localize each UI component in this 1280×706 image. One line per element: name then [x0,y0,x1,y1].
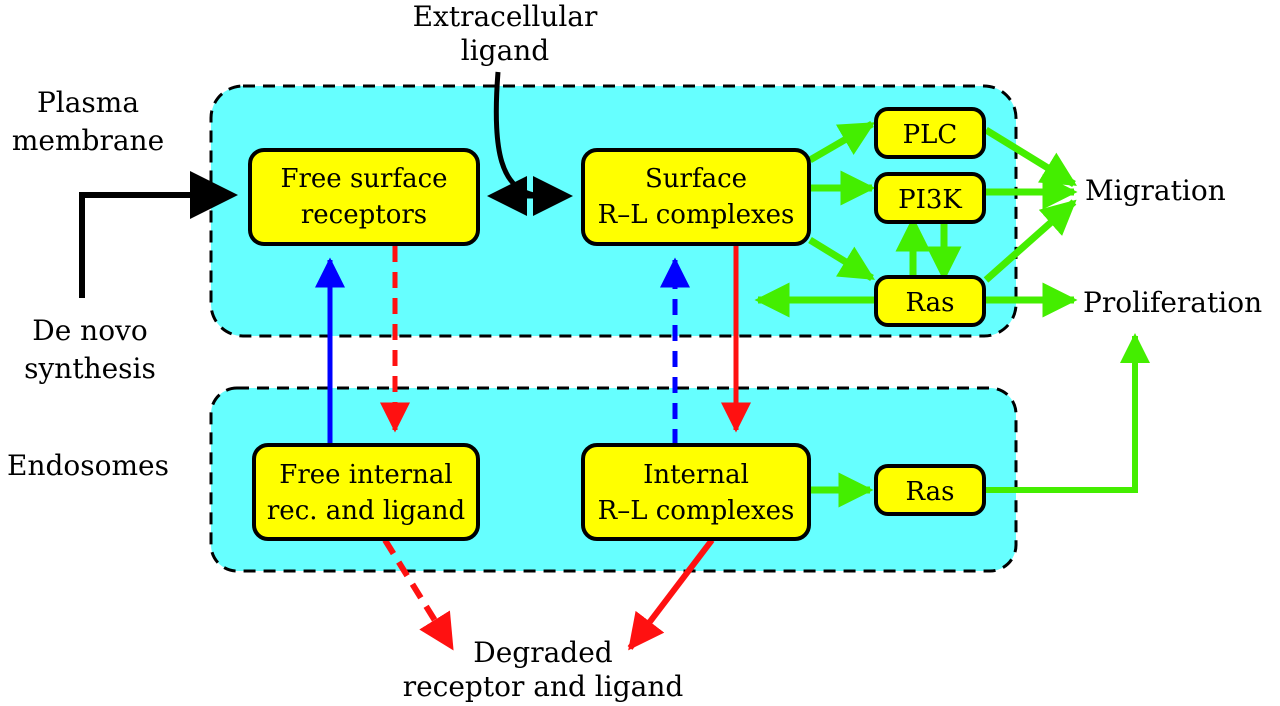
de-novo-synthesis-label-2: synthesis [24,352,156,385]
free-surface-receptors-box: Free surface receptors [248,148,480,246]
migration-label: Migration [1085,174,1226,207]
plasma-membrane-label: Plasma [37,86,139,119]
extracellular-ligand-label: Extracellular [413,0,598,33]
ras-to-migration-arrow [983,199,1077,283]
plasma-membrane-label-2: membrane [12,124,164,157]
internal-ras-to-proliferation-arrow [986,333,1150,493]
surface-rl-text: Surface [645,164,747,194]
surface-rl-text-2: R–L complexes [598,200,795,230]
rl-to-ras-arrow [808,237,875,281]
endosomes-label: Endosomes [7,449,169,482]
free-internal-box: Free internal rec. and ligand [252,443,480,541]
de-novo-arrow [79,171,238,298]
free-internal-text: Free internal [279,460,452,490]
plc-text: PLC [903,120,958,150]
proliferation-label: Proliferation [1083,286,1262,319]
degraded-label-2: receptor and ligand [403,670,684,703]
plc-box: PLC [874,107,986,159]
ras-internal-box: Ras [874,464,986,516]
ras-surface-box: Ras [874,275,986,327]
de-novo-synthesis-label: De novo [32,314,148,347]
ras-internal-text: Ras [905,477,954,507]
degrade-free-arrow [382,538,455,651]
free-surface-receptors-text-2: receptors [301,200,427,230]
degraded-label: Degraded [473,636,613,669]
pi3k-text: PI3K [898,185,962,215]
free-internal-text-2: rec. and ligand [267,496,465,526]
internal-rl-complexes-box: Internal R–L complexes [581,443,811,541]
internal-rl-text-2: R–L complexes [598,496,795,526]
free-surface-receptors-text: Free surface [280,164,447,194]
pi3k-box: PI3K [874,172,986,224]
internal-rl-text: Internal [643,460,749,490]
extracellular-ligand-label-2: ligand [461,34,550,67]
surface-rl-complexes-box: Surface R–L complexes [581,148,811,246]
rl-to-plc-arrow [808,120,876,164]
ligand-arrow [493,71,541,199]
ras-surface-text: Ras [905,288,954,318]
degrade-complex-arrow [627,538,715,651]
